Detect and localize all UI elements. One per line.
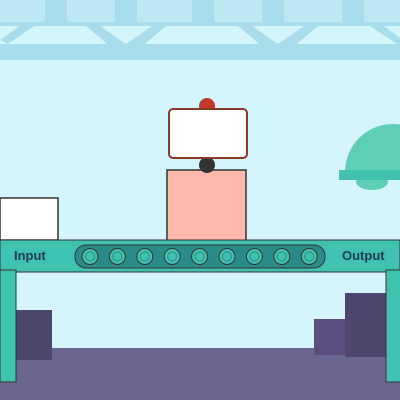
machine-joint: [199, 157, 215, 173]
machine-display: [168, 108, 248, 159]
roller-hub: [222, 251, 232, 262]
crate-left: [14, 310, 52, 360]
roller: [218, 248, 236, 265]
crate-right-tall: [345, 293, 387, 357]
conveyor: [0, 239, 400, 383]
machine: [166, 98, 248, 243]
input-box[interactable]: [0, 197, 59, 241]
roller: [136, 248, 154, 265]
roller: [108, 248, 126, 265]
roller-hub: [139, 251, 150, 262]
roller-hub: [167, 251, 178, 262]
roller: [300, 248, 318, 265]
roller-hub: [85, 251, 95, 262]
crate-right-small: [314, 319, 350, 355]
roller-hub: [112, 251, 123, 262]
ceiling-truss: [0, 0, 400, 60]
rollers: [81, 248, 318, 265]
roller: [81, 248, 99, 265]
roller: [273, 248, 291, 265]
roller-hub: [194, 251, 205, 262]
machine-body: [166, 169, 247, 243]
output-label: Output: [342, 248, 385, 263]
roller-hub: [304, 251, 315, 262]
roller-hub: [276, 251, 287, 262]
roller: [191, 248, 209, 265]
conveyor-leg-right: [385, 269, 400, 383]
roller: [245, 248, 263, 265]
roller: [163, 248, 181, 265]
hanging-lamp: [339, 124, 400, 190]
roller-hub: [249, 251, 260, 262]
input-label: Input: [14, 248, 46, 263]
conveyor-leg-left: [0, 269, 17, 383]
floor: [0, 348, 400, 400]
